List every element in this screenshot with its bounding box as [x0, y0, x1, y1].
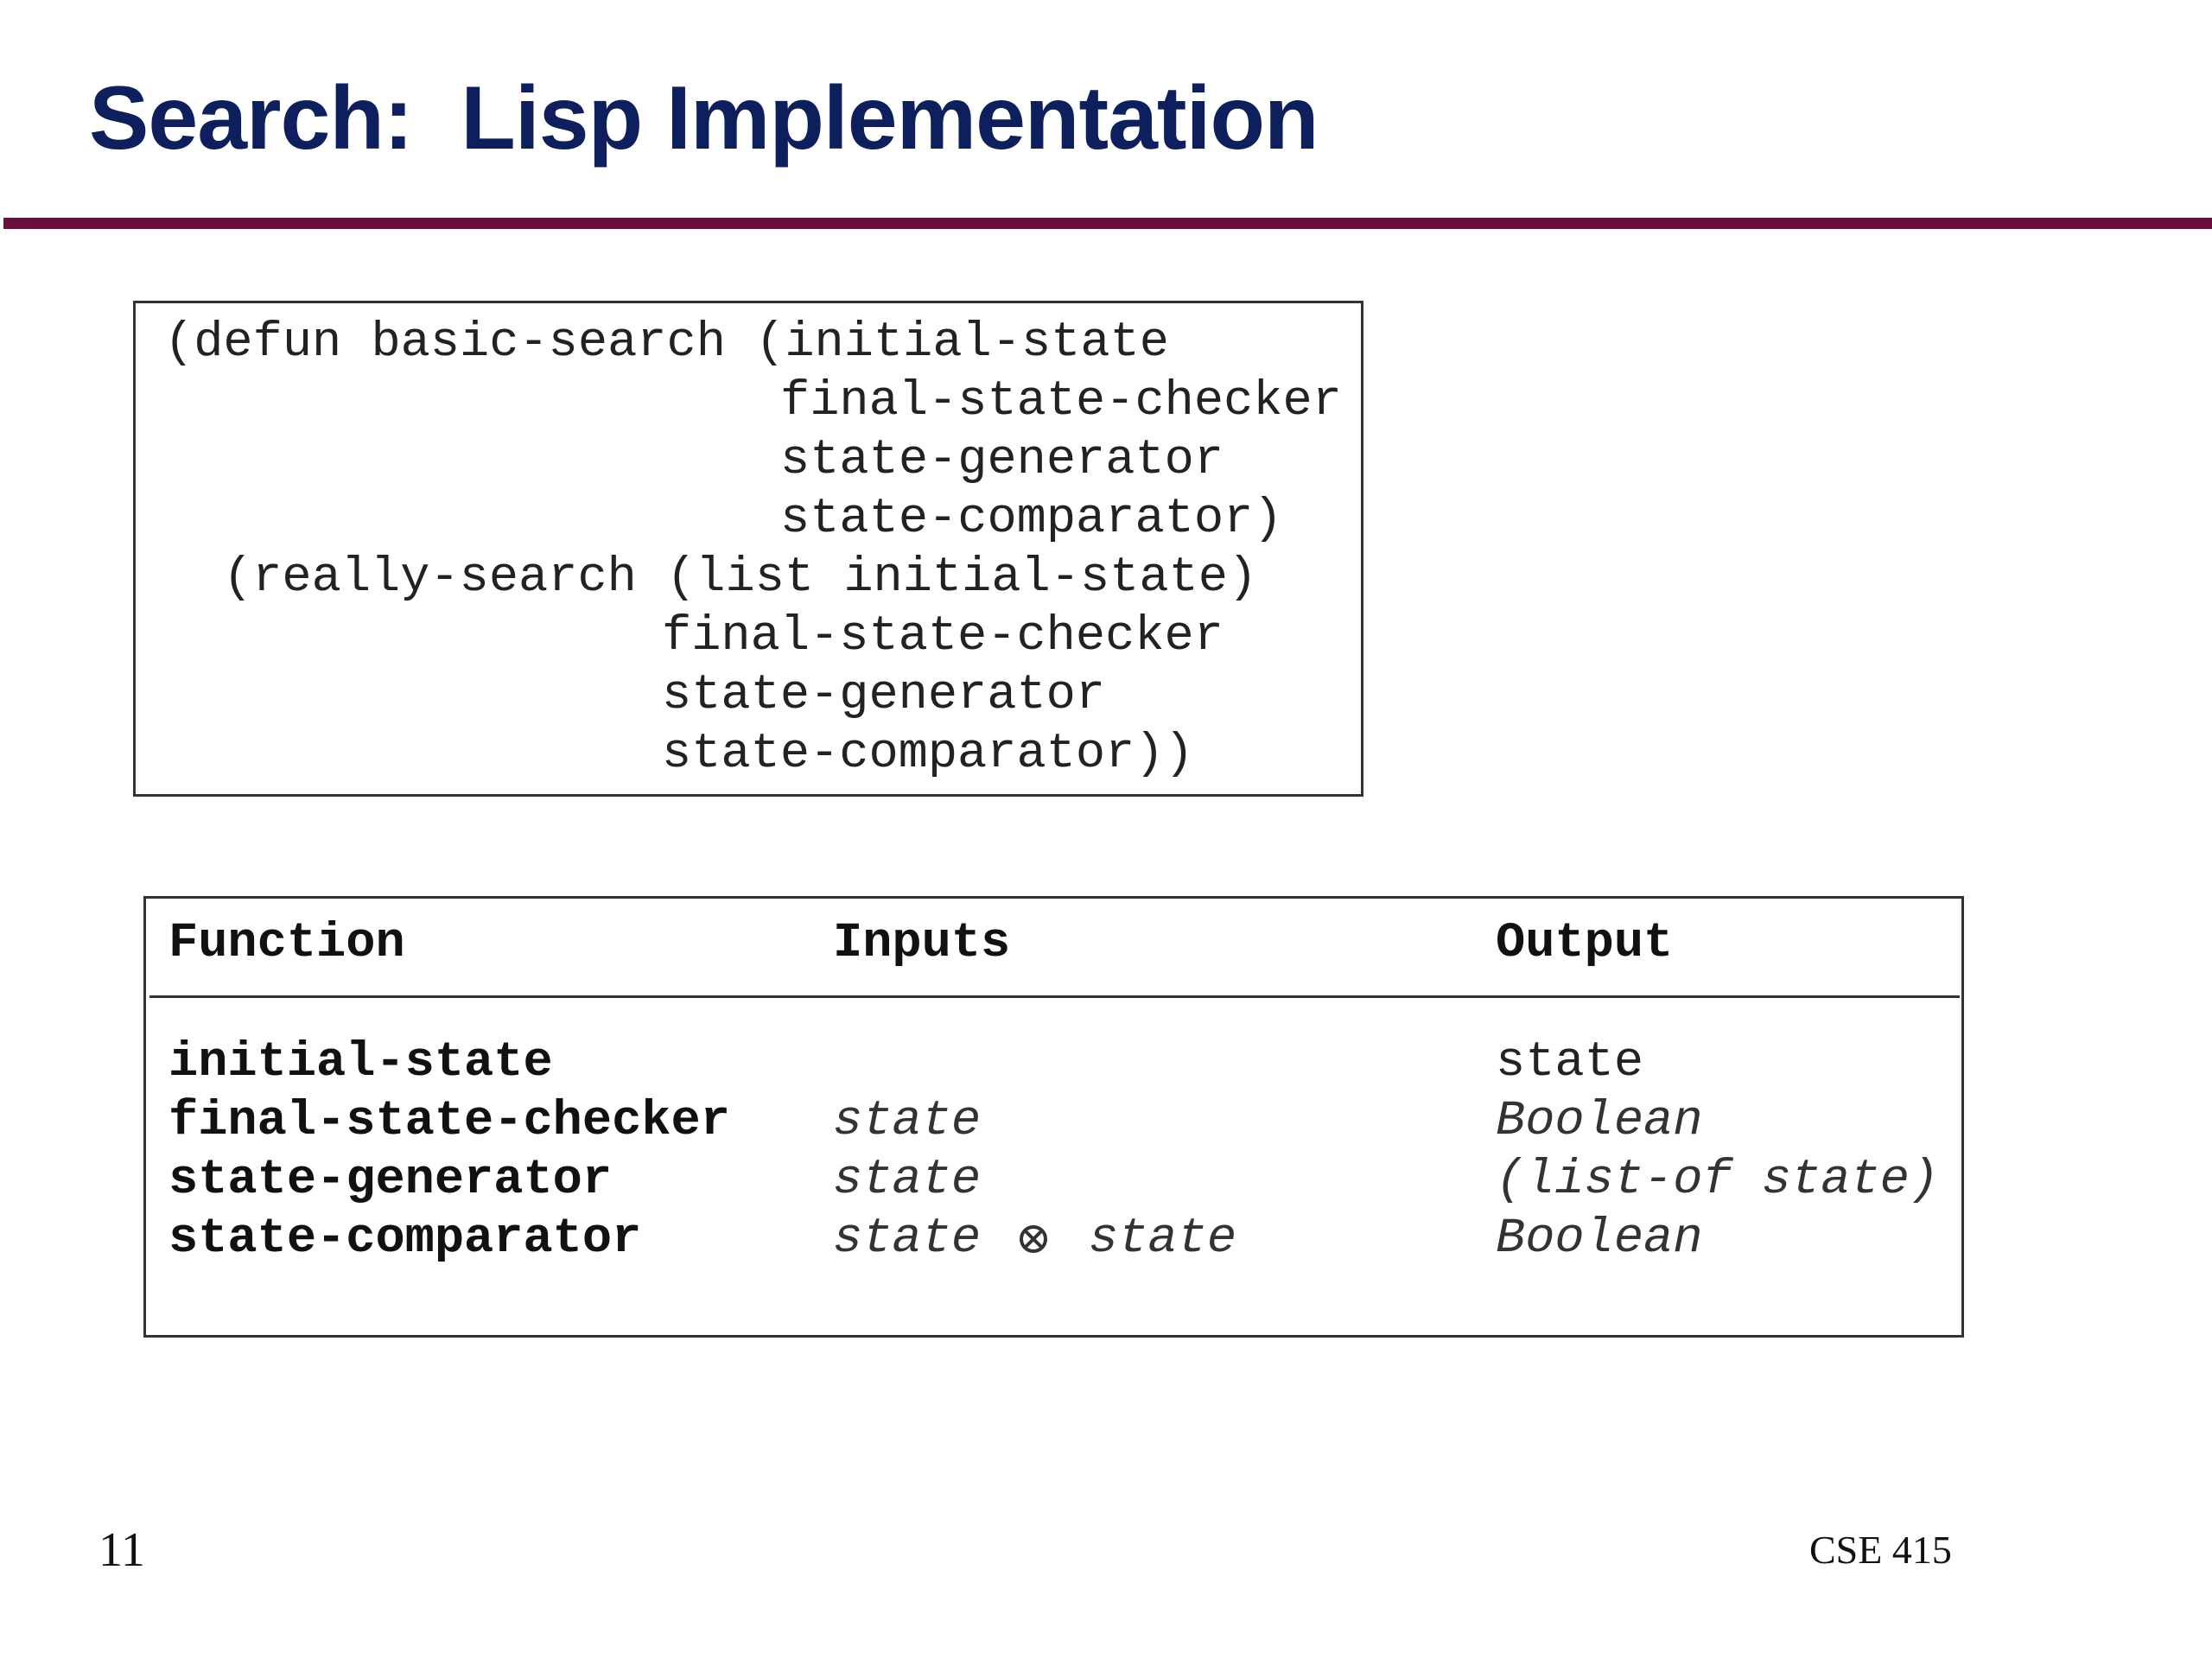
code-line: state-comparator): [780, 492, 1283, 547]
code-line: state-generator: [662, 668, 1106, 723]
header-function: Function: [168, 916, 405, 971]
course-label: CSE 415: [1809, 1528, 1952, 1572]
slide-title: Search: Lisp Implementation: [89, 68, 1319, 168]
title-divider: [3, 218, 2212, 229]
code-line: final-state-checker: [780, 374, 1342, 429]
code-line: (defun basic-search (initial-state: [164, 315, 1169, 371]
code-line: final-state-checker: [662, 609, 1224, 664]
code-line: (really-search (list initial-state): [223, 550, 1258, 606]
function-table: Function Inputs Output initial-state sta…: [143, 896, 1964, 1338]
row-inputs: state: [833, 1153, 982, 1208]
row-function: state-comparator: [168, 1211, 642, 1267]
page-number: 11: [99, 1523, 145, 1577]
header-inputs: Inputs: [833, 916, 1011, 971]
code-block: (defun basic-search (initial-state final…: [133, 301, 1363, 797]
header-divider: [149, 995, 1960, 998]
code-line: state-comparator)): [662, 727, 1194, 782]
row-function: final-state-checker: [168, 1094, 730, 1149]
row-output: state: [1496, 1035, 1644, 1090]
row-output: (list-of state): [1496, 1153, 1940, 1208]
row-output: Boolean: [1496, 1094, 1703, 1149]
code-line: state-generator: [780, 433, 1224, 488]
row-inputs-left: state: [833, 1211, 982, 1267]
cross-product-icon: [1020, 1225, 1047, 1253]
row-inputs: state: [833, 1094, 982, 1149]
row-function: initial-state: [168, 1035, 553, 1090]
row-function: state-generator: [168, 1153, 613, 1208]
row-output: Boolean: [1496, 1211, 1703, 1267]
row-inputs-right: state: [1089, 1211, 1237, 1267]
header-output: Output: [1496, 916, 1674, 971]
